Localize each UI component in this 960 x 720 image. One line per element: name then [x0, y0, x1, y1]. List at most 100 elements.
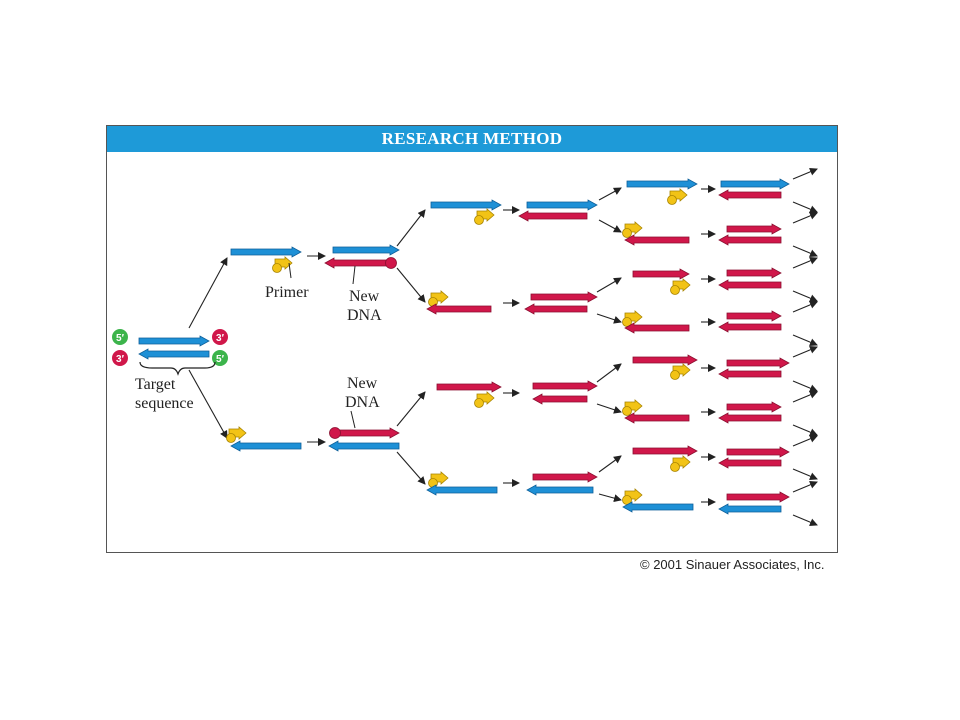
flow-arrow-14	[596, 277, 622, 293]
primer-5	[428, 290, 449, 307]
svg-text:3′: 3′	[116, 354, 125, 365]
primer-7	[428, 471, 449, 488]
dna-strand-red-17	[532, 393, 588, 405]
dna-strand-blue-11	[426, 484, 498, 496]
flow-arrow-0	[188, 257, 228, 329]
flow-arrow-12	[598, 187, 622, 201]
end-marker-5prime-top: 5′	[112, 329, 128, 345]
primer-4	[474, 208, 495, 225]
dna-strand-red-18	[532, 471, 598, 483]
dna-strand-blue-20	[626, 178, 698, 190]
new-dna-pointer-lower	[350, 410, 356, 429]
dna-strand-blue-3	[230, 440, 302, 452]
primer-14	[670, 455, 691, 472]
pcr-diagram: 5′ 3′ 3′ 5′ Target sequence Primer New D…	[112, 168, 818, 526]
dna-strand-red-21	[624, 234, 690, 246]
svg-text:5′: 5′	[116, 333, 125, 344]
dna-strand-red-23	[624, 322, 690, 334]
dna-strand-red-15	[524, 303, 588, 315]
flow-arrow-6	[396, 391, 426, 427]
primer-11	[622, 310, 643, 327]
flow-arrow-28	[792, 168, 818, 180]
dna-strand-red-30	[726, 223, 782, 235]
end-marker-5prime-bottom: 5′	[212, 350, 228, 366]
flow-arrow-38	[792, 391, 818, 403]
new-dna-label-lower-line1: New	[347, 375, 378, 392]
end-marker-3prime-top: 3′	[212, 329, 228, 345]
flow-arrow-13	[598, 219, 622, 233]
flow-arrow-1	[188, 369, 228, 439]
primer-12	[670, 363, 691, 380]
target-label: Target	[135, 376, 176, 393]
flow-arrow-43	[792, 514, 818, 526]
flow-arrow-17	[596, 403, 622, 414]
dna-strand-red-33	[718, 279, 782, 291]
flow-arrow-36	[792, 346, 818, 358]
dna-strand-red-42	[726, 491, 790, 503]
primer-13	[622, 399, 643, 416]
end-marker-3prime-bottom: 3′	[112, 350, 128, 366]
new-dna-pointer-upper	[352, 265, 356, 285]
flow-arrow-31	[792, 245, 818, 257]
primer-10	[670, 278, 691, 295]
dna-strand-red-13	[518, 210, 588, 222]
dna-strand-red-40	[726, 446, 790, 458]
flow-arrow-29	[792, 201, 818, 213]
flow-arrow-19	[598, 493, 622, 503]
dna-strand-red-25	[624, 412, 690, 424]
dna-strand-red-34	[726, 310, 782, 322]
dna-strand-blue-28	[720, 178, 790, 190]
flow-arrow-5	[396, 267, 426, 303]
flow-arrow-16	[596, 363, 622, 383]
dna-strand-red-31	[718, 234, 782, 246]
dna-strand-blue-2	[230, 246, 302, 258]
flow-arrow-41	[792, 468, 818, 480]
dna-strand-blue-4	[332, 244, 400, 256]
new-dna-label-lower-line2: DNA	[345, 394, 380, 411]
dna-strand-blue-1	[138, 348, 210, 360]
sequence-label: sequence	[135, 395, 194, 412]
copyright-notice: © 2001 Sinauer Associates, Inc.	[640, 557, 825, 572]
dna-strand-red-22	[632, 268, 690, 280]
dna-strand-red-38	[726, 401, 782, 413]
primer-end-3	[329, 427, 341, 439]
primer-9	[622, 221, 643, 238]
primer-6	[474, 391, 495, 408]
dna-strand-red-5	[324, 257, 392, 269]
dna-strand-red-14	[530, 291, 598, 303]
flow-arrow-37	[792, 380, 818, 392]
flow-arrow-15	[596, 313, 622, 324]
target-bracket	[139, 361, 216, 376]
svg-text:3′: 3′	[216, 333, 225, 344]
figure-header: RESEARCH METHOD	[107, 126, 837, 152]
flow-arrow-7	[396, 451, 426, 485]
dna-strand-red-35	[718, 321, 782, 333]
flow-arrow-34	[792, 301, 818, 313]
primer-15	[622, 488, 643, 505]
dna-strand-red-10	[436, 381, 502, 393]
svg-text:5′: 5′	[216, 354, 225, 365]
dna-strand-red-37	[718, 368, 782, 380]
flow-arrow-30	[792, 212, 818, 224]
dna-strand-blue-8	[430, 199, 502, 211]
dna-strand-blue-19	[526, 484, 594, 496]
dna-strand-red-24	[632, 354, 698, 366]
flow-arrow-32	[792, 257, 818, 269]
new-dna-label-upper-line1: New	[349, 288, 380, 305]
flow-arrow-40	[792, 435, 818, 447]
dna-strand-blue-27	[622, 501, 694, 513]
dna-strand-red-36	[726, 357, 790, 369]
primer-8	[667, 188, 688, 205]
dna-strand-red-26	[632, 445, 698, 457]
new-dna-label-upper-line2: DNA	[347, 307, 382, 324]
dna-strands	[138, 178, 790, 515]
dna-strand-red-9	[426, 303, 492, 315]
primer-pointer	[288, 262, 292, 279]
primer-end-2	[385, 257, 397, 269]
flow-arrow-35	[792, 334, 818, 346]
primer-0	[272, 256, 293, 273]
dna-strand-red-29	[718, 189, 782, 201]
dna-strand-blue-7	[328, 440, 400, 452]
primer-label: Primer	[265, 284, 309, 301]
dna-strand-red-6	[334, 427, 400, 439]
